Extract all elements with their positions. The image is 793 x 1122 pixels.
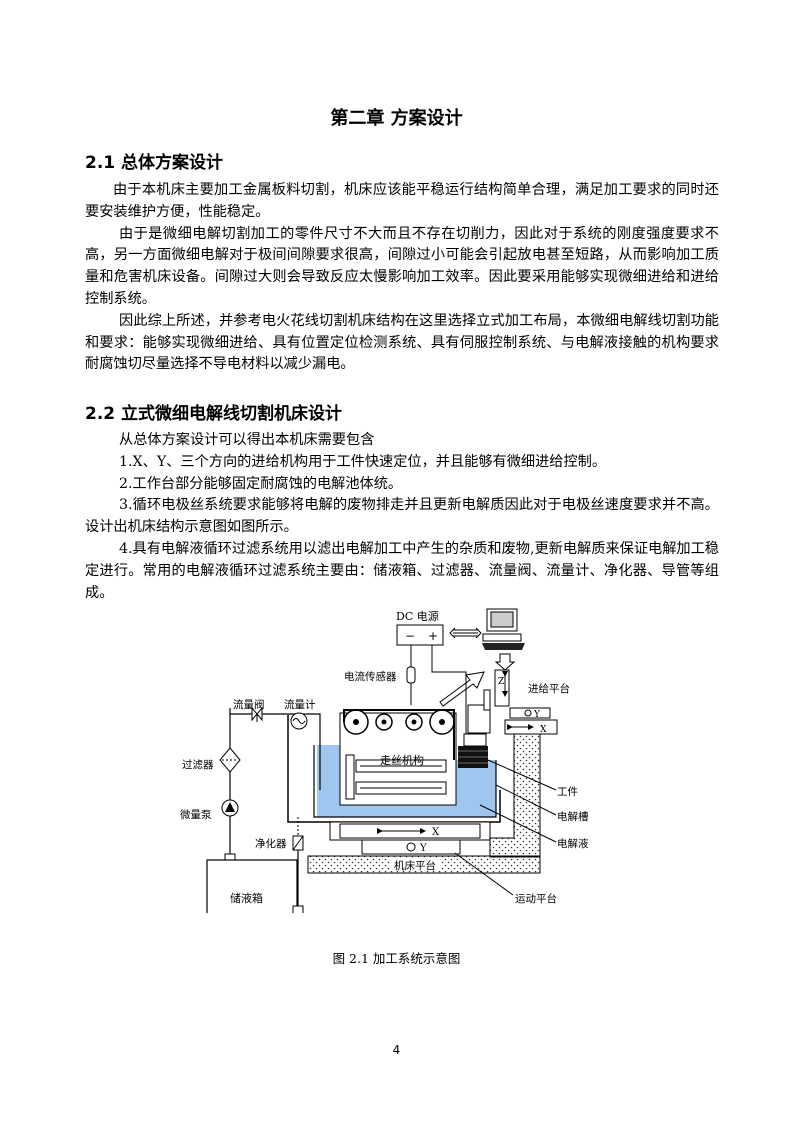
section1-paragraph-3: 因此综上所述，并参考电火花线切割机床结构在这里选择立式加工布局，本微细电解线切割… [85,312,719,373]
z-axis-label: Z [498,677,504,687]
section2-item-1: 1.X、Y、三个方向的进给机构用于工件快速定位，并且能够有微细进给控制。 [119,453,607,470]
section-heading-2-1: 2.1 总体方案设计 [85,153,224,173]
dc-computer-link-lines [453,629,478,637]
dc-plus-label: + [428,629,438,643]
workpiece-label: 工件 [557,786,578,798]
computer-icon [482,608,525,650]
flow-valve-label: 流量阀 [233,698,265,711]
stage-x-label: X [432,827,440,838]
signal-arrow [439,671,485,707]
feed-x-label: X [540,725,547,735]
filter-label: 过滤器 [182,758,214,771]
feed-platform-label: 进给平台 [528,682,570,695]
z-axis-stage [494,669,510,707]
storage-tank-label: 储液箱 [230,891,263,905]
storage-tank [206,859,298,913]
computer-down-arrow [494,653,516,671]
dc-power-label: DC 电源 [396,609,439,623]
machine-column [489,733,541,858]
electrolytic-tank-label: 电解槽 [557,810,589,823]
stage-y-label: Y [419,843,427,854]
current-sensor [406,666,416,684]
electrolyte-label: 电解液 [557,837,589,850]
purifier-label: 净化器 [255,837,287,850]
motion-platform-label: 运动平台 [515,892,557,905]
figure-caption: 图 2.1 加工系统示意图 [332,951,461,966]
section2-paragraph-1: 从总体方案设计可以得出本机床需要包含 [119,432,375,448]
machine-platform-label: 机床平台 [394,859,436,872]
current-sensor-label: 电流传感器 [344,670,397,683]
section2-item-4: 4.具有电解液循环过滤系统用以滤出电解加工中产生的杂质和废物,更新电解质来保证电… [85,541,719,601]
page-number: 4 [392,1043,401,1057]
dc-minus-label: − [405,629,415,643]
section2-item-3: 3.循环电极丝系统要求能够将电解的废物排走并且更新电解质因此对于电极丝速度要求并… [85,497,719,536]
section-heading-2-2: 2.2 立式微细电解线切割机床设计 [85,404,343,424]
dc-power-box [396,624,444,646]
machining-system-diagram: DC 电源 − + 电流传感器 进给平台 Z Y X 走丝机构 [180,608,589,913]
section1-paragraph-1: 由于本机床主要加工金属板料切割，机床应该能平稳运行结构简单合理，满足加工要求的同… [85,182,719,220]
chapter-title: 第二章 方案设计 [330,108,463,129]
feed-y-label: Y [533,710,541,720]
section1-paragraph-2: 由于是微细电解切割加工的零件尺寸不大而且不存在切削力，因此对于系统的刚度强度要求… [85,225,719,307]
micro-pump-label: 微量泵 [180,808,212,821]
flow-meter-label: 流量计 [284,698,316,711]
section2-item-2: 2.工作台部分能够固定耐腐蚀的电解池体统。 [119,475,403,492]
wire-mechanism-label: 走丝机构 [380,753,424,767]
electrolytic-tank [313,745,497,818]
